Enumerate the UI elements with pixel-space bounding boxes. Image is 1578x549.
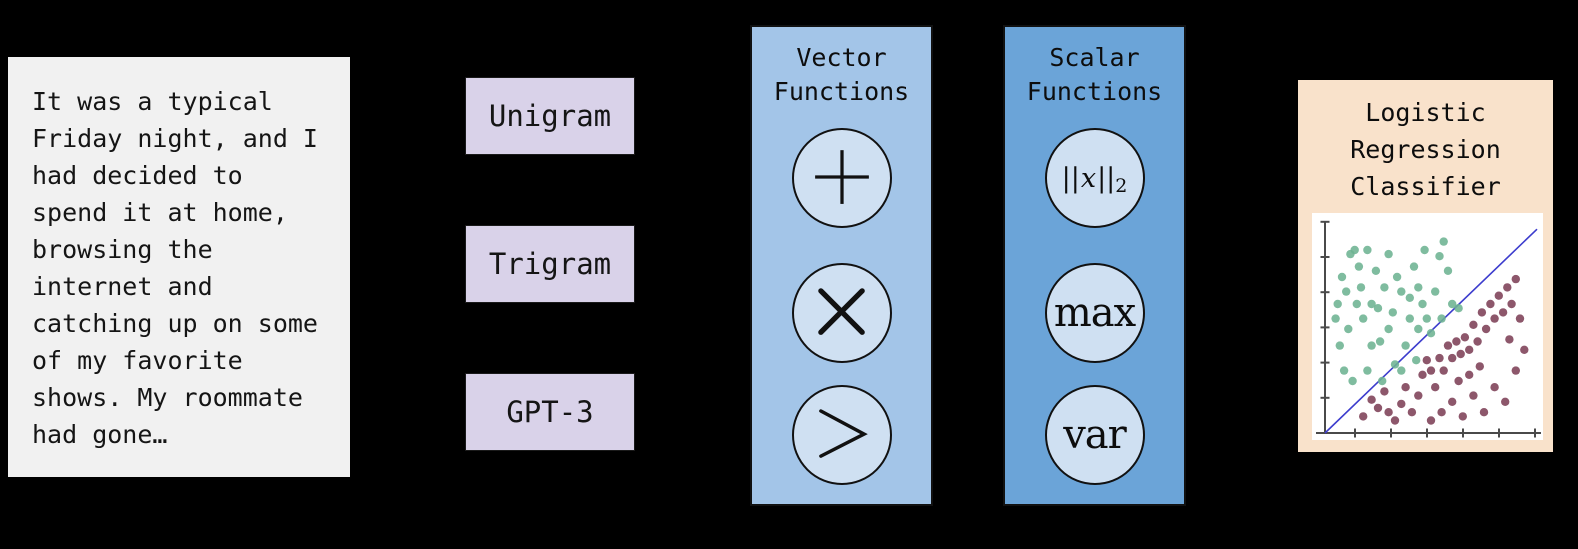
story-text-line: Friday night, and I xyxy=(32,124,318,153)
vector-functions-panel: Vector Functions xyxy=(750,25,933,506)
scalar-functions-title: Scalar Functions xyxy=(1005,41,1184,109)
norm-bars: || xyxy=(1061,162,1080,194)
scalar-functions-panel: Scalar Functions ||x||2 max var xyxy=(1003,25,1186,506)
model-label: Unigram xyxy=(488,99,612,133)
title-line: Logistic xyxy=(1365,98,1486,127)
classifier-box: Logistic Regression Classifier xyxy=(1298,80,1553,452)
story-text-line: catching up on some xyxy=(32,309,318,338)
story-text-line: had gone… xyxy=(32,420,168,449)
vector-functions-title: Vector Functions xyxy=(752,41,931,109)
title-line: Vector xyxy=(796,43,887,72)
scalar-function-var: var xyxy=(1044,385,1145,485)
title-line: Classifier xyxy=(1350,172,1501,201)
times-icon xyxy=(817,288,865,335)
story-text-line: It was a typical xyxy=(32,87,273,116)
title-line: Regression xyxy=(1350,135,1501,164)
vector-function-multiply xyxy=(791,263,892,363)
var-label: var xyxy=(1063,412,1127,458)
title-line: Scalar xyxy=(1049,43,1140,72)
vector-function-add xyxy=(791,128,892,228)
plus-icon xyxy=(814,150,869,204)
greater-than-icon xyxy=(818,409,868,458)
story-text-line: shows. My roommate xyxy=(32,383,303,412)
model-box-unigram: Unigram xyxy=(465,77,635,155)
input-text-box: It was a typical Friday night, and I had… xyxy=(8,57,350,477)
scatter-plot xyxy=(1312,213,1543,440)
norm-bars: || xyxy=(1097,162,1116,194)
story-text-line: internet and xyxy=(32,272,213,301)
scatter-plot-svg xyxy=(1316,220,1541,438)
scalar-function-max: max xyxy=(1044,263,1145,363)
story-text-line: spend it at home, xyxy=(32,198,288,227)
story-text-line: had decided to xyxy=(32,161,243,190)
story-text-line: browsing the xyxy=(32,235,213,264)
norm-subscript: 2 xyxy=(1115,174,1128,197)
norm-variable: x xyxy=(1080,162,1097,194)
story-text-line: of my favorite xyxy=(32,346,243,375)
model-label: GPT-3 xyxy=(506,395,594,429)
title-line: Functions xyxy=(1026,77,1163,106)
model-box-gpt3: GPT-3 xyxy=(465,373,635,451)
title-line: Functions xyxy=(773,77,910,106)
max-label: max xyxy=(1053,290,1136,336)
l2-norm-label: ||x||2 xyxy=(1061,162,1128,197)
model-box-trigram: Trigram xyxy=(465,225,635,303)
model-label: Trigram xyxy=(488,247,612,281)
classifier-title: Logistic Regression Classifier xyxy=(1298,94,1553,205)
scalar-function-l2-norm: ||x||2 xyxy=(1044,128,1145,228)
vector-function-greater-than xyxy=(791,385,892,485)
